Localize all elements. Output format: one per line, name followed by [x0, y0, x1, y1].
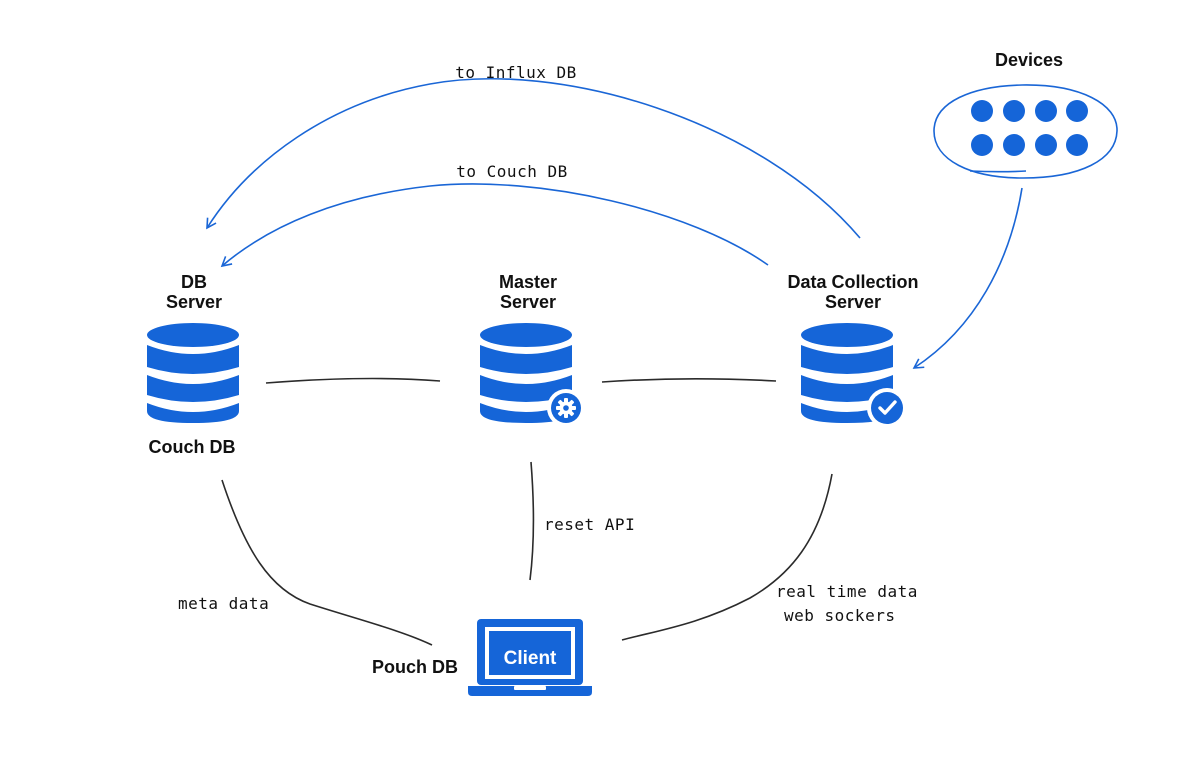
edge-db-to-client	[221, 479, 433, 646]
database-icon	[480, 323, 572, 423]
client-sublabel: Pouch DB	[372, 657, 458, 677]
data-collection-title-line2: Server	[825, 292, 881, 312]
device-dot-icon	[1035, 134, 1057, 156]
master-server-node: Master Server	[480, 272, 585, 427]
database-icon	[147, 323, 239, 423]
device-dot-icon	[1003, 100, 1025, 122]
edge-devices-to-collection	[912, 187, 1023, 369]
device-dot-icon	[1003, 134, 1025, 156]
edge-label-realtime-line2: web sockers	[784, 606, 895, 625]
edge-label-to-couch-db: to Couch DB	[456, 162, 567, 181]
data-collection-title-line1: Data Collection	[787, 272, 918, 292]
edge-label-to-influx-db: to Influx DB	[455, 63, 577, 82]
device-dot-icon	[971, 134, 993, 156]
edge-label-reset-api: reset API	[544, 515, 635, 534]
db-server-title-line1: DB	[181, 272, 207, 292]
gear-icon	[547, 389, 585, 427]
edge-master-to-collection	[601, 378, 777, 383]
edge-to-couch-db	[220, 183, 769, 268]
edge-collection-to-client	[621, 473, 833, 641]
edge-master-to-client	[529, 461, 535, 581]
devices-outline-tail	[969, 170, 1027, 173]
db-server-node: DB Server Couch DB	[147, 272, 239, 457]
devices-dots	[971, 100, 1088, 156]
edge-label-meta-data: meta data	[178, 594, 269, 613]
devices-outline	[933, 84, 1118, 179]
device-dot-icon	[1066, 134, 1088, 156]
client-node: Client Pouch DB	[372, 619, 592, 696]
devices-title: Devices	[995, 50, 1063, 70]
device-dot-icon	[1035, 100, 1057, 122]
db-server-sublabel: Couch DB	[149, 437, 236, 457]
edge-label-realtime-line1: real time data	[776, 582, 918, 601]
check-icon	[867, 388, 907, 428]
edge-db-to-master	[265, 377, 441, 384]
db-server-title-line2: Server	[166, 292, 222, 312]
edge-to-influx-db	[206, 78, 861, 239]
devices-node: Devices	[933, 50, 1118, 179]
device-dot-icon	[971, 100, 993, 122]
data-collection-server-node: Data Collection Server	[787, 272, 919, 428]
laptop-icon	[468, 619, 592, 696]
master-server-title-line2: Server	[500, 292, 556, 312]
client-label: Client	[504, 648, 557, 669]
master-server-title-line1: Master	[499, 272, 557, 292]
device-dot-icon	[1066, 100, 1088, 122]
